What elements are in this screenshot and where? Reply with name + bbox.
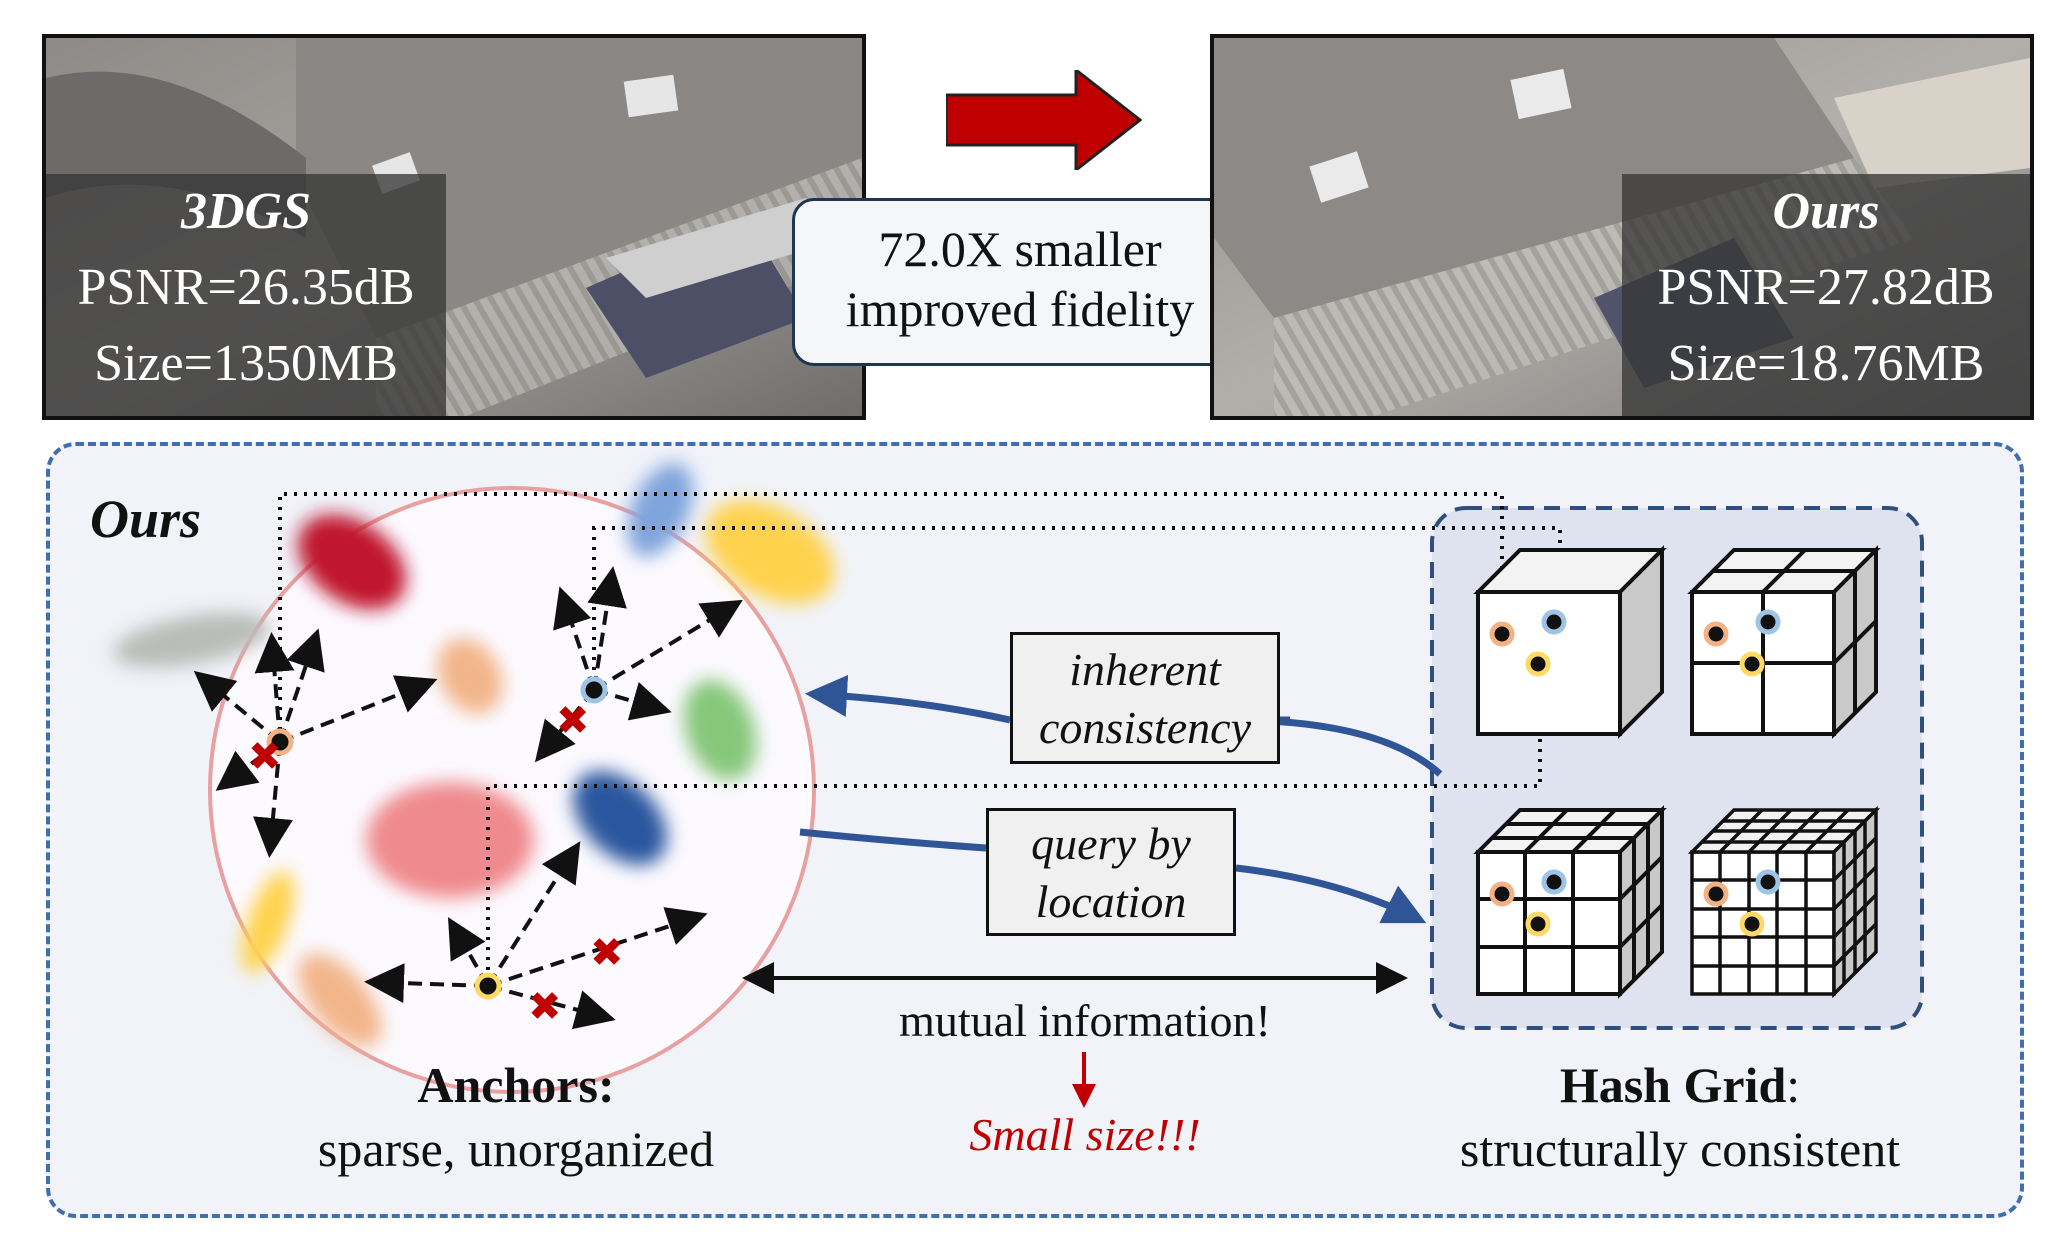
method-label: Ours [1772, 183, 1880, 240]
panel-title: Ours [90, 489, 202, 549]
hash-grid-description: structurally consistent [1459, 1121, 1901, 1177]
comparison-line2: improved fidelity [845, 281, 1195, 337]
hash-grid-title: Hash Grid [1559, 1057, 1787, 1113]
pruned-mark-icon: ✖ [248, 734, 282, 780]
size-label: Size=18.76MB [1667, 335, 1985, 392]
pruned-mark-icon: ✖ [590, 930, 624, 976]
method-label: 3DGS [180, 183, 312, 240]
query-by-location-box: query by location [986, 808, 1236, 936]
hash-grid-colon: : [1786, 1057, 1801, 1113]
hash-grid-title-line: Hash Grid: [1460, 1056, 1900, 1114]
anchor-point-blue [580, 676, 608, 704]
inherent-line2: consistency [1038, 702, 1252, 753]
correspondence-lines [278, 492, 1562, 980]
metrics-overlay-3dgs: 3DGS PSNR=26.35dB Size=1350MB [46, 174, 446, 416]
mutual-information-label: mutual information! [899, 995, 1271, 1046]
hash-cube-level-3 [1473, 805, 1667, 999]
psnr-label: PSNR=27.82dB [1657, 259, 1995, 316]
inherent-line1: inherent [1069, 644, 1221, 695]
query-line1: query by [1031, 818, 1191, 869]
gaussian-blobs [113, 463, 835, 1047]
query-line2: location [1035, 876, 1187, 927]
anchors-description: sparse, unorganized [317, 1121, 715, 1177]
comparison-box: 72.0X smaller improved fidelity [792, 198, 1248, 366]
anchors-title: Anchors: [417, 1057, 615, 1113]
right-arrow-icon [946, 70, 1142, 170]
anchor-point-yellow [474, 972, 502, 1000]
size-label: Size=1350MB [94, 335, 398, 392]
psnr-label: PSNR=26.35dB [77, 259, 415, 316]
grid-sample-points [1489, 609, 1781, 937]
small-size-label: Small size!!! [969, 1109, 1201, 1160]
anchor-point-orange [266, 728, 294, 756]
render-ours: Ours PSNR=27.82dB Size=18.76MB [1210, 34, 2034, 420]
anchor-region-circle [208, 486, 816, 1094]
metrics-overlay-ours: Ours PSNR=27.82dB Size=18.76MB [1622, 174, 2030, 416]
pruned-mark-icon: ✖ [556, 698, 590, 744]
comparison-line1: 72.0X smaller [878, 221, 1162, 277]
render-3dgs: 3DGS PSNR=26.35dB Size=1350MB [42, 34, 866, 420]
inherent-consistency-box: inherent consistency [1010, 632, 1280, 764]
pruned-mark-icon: ✖ [528, 984, 562, 1030]
query-arrow [799, 828, 1420, 920]
